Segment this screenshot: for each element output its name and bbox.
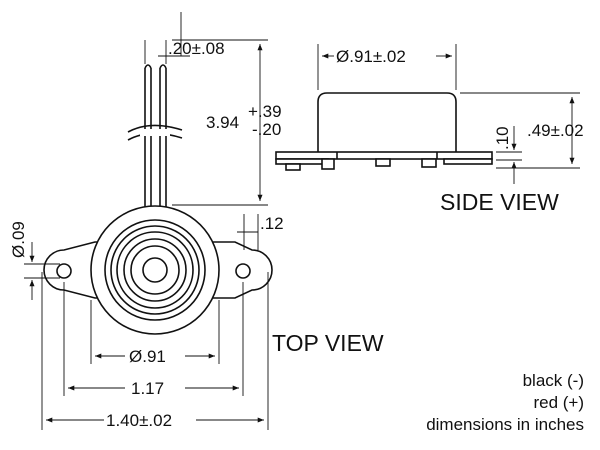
dim-flange-thickness: .10	[493, 126, 522, 184]
dim-hole-spacing: 1.17	[63, 282, 244, 398]
dim-hole-spacing-label: 1.17	[131, 379, 164, 398]
legend-units-note: dimensions in inches	[426, 415, 584, 434]
dim-overall-width-label: 1.40±.02	[106, 411, 172, 430]
dim-wire-length-minus: -.20	[252, 120, 281, 139]
side-body	[317, 92, 457, 152]
legend-black-lead: black (-)	[523, 371, 584, 390]
legend-red-lead: red (+)	[533, 393, 584, 412]
dim-flange-thickness-label: .10	[493, 126, 512, 150]
mounting-hole-right	[235, 263, 251, 279]
dim-wire-length: 3.94 +.39 -.20	[172, 39, 282, 206]
dim-height: .49±.02	[460, 92, 584, 169]
side-view-label: SIDE VIEW	[440, 189, 559, 215]
dim-wire-length-base: 3.94	[206, 113, 239, 132]
dim-tab-thickness-label: .12	[260, 214, 284, 233]
buzzer-body	[90, 205, 220, 335]
side-flange	[275, 151, 493, 171]
dim-body-diameter: Ø.91	[90, 300, 220, 366]
dim-height-label: .49±.02	[527, 121, 584, 140]
dim-hole-diameter-label: Ø.09	[9, 221, 28, 258]
legend: black (-) red (+) dimensions in inches	[426, 371, 584, 434]
dim-body-diameter-label: Ø.91	[129, 347, 166, 366]
dim-tab-thickness: .12	[237, 214, 284, 250]
lead-wires	[127, 64, 183, 212]
side-view: Ø.91±.02 .10 .49±.02 SIDE VIEW	[275, 44, 584, 215]
dim-side-diameter-label: Ø.91±.02	[336, 47, 406, 66]
dim-wire-length-plus: +.39	[248, 102, 282, 121]
mounting-hole-left	[56, 263, 72, 279]
dim-overall-width: 1.40±.02	[41, 272, 269, 430]
dim-wire-spacing-label: .20±.08	[168, 39, 225, 58]
top-view-label: TOP VIEW	[272, 330, 384, 356]
dim-wire-spacing: .20±.08	[144, 12, 225, 64]
dim-side-diameter: Ø.91±.02	[317, 44, 457, 90]
top-view: .20±.08 3.94 +.39 -.20 Ø.09 .12	[9, 12, 384, 430]
